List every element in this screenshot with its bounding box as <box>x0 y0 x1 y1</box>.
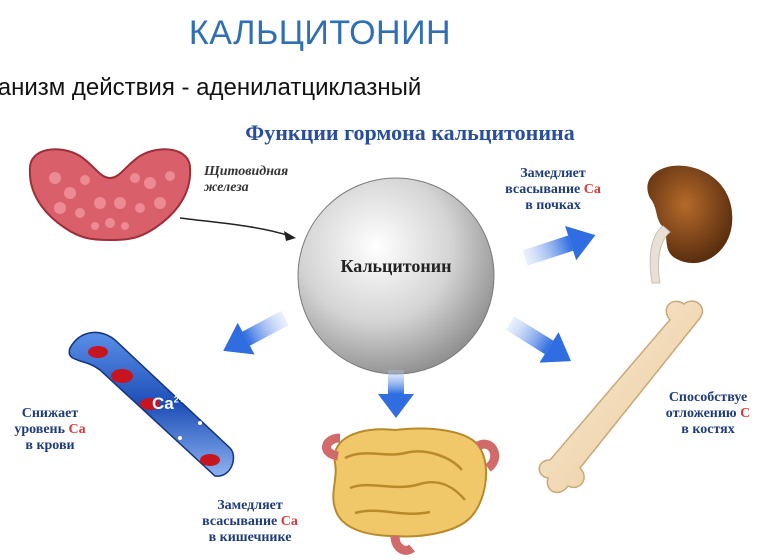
slide-subtitle: ханизм действия - аденилатциклазный <box>0 74 422 101</box>
arrow-to-intestine <box>378 370 414 418</box>
kidney-label: Замедляет всасывание Ca в почках <box>488 166 618 214</box>
kidney-label-line3: в почках <box>525 198 581 213</box>
calcitonin-function-diagram: Функции гормона кальцитонина Кальцитонин… <box>0 108 772 560</box>
kidney-icon <box>647 165 733 284</box>
blood-label: Снижает уровень Ca в крови <box>0 406 100 454</box>
bone-label-line3: в костях <box>681 422 735 437</box>
figure-title: Функции гормона кальцитонина <box>245 120 575 145</box>
arrow-to-bone <box>505 316 572 363</box>
slide-title: КАЛЬЦИТОНИН <box>188 14 452 52</box>
intestine-label-line1: Замедляет <box>217 498 283 513</box>
thyroid-arrow <box>179 217 291 237</box>
calcitonin-label: Кальцитонин <box>340 256 452 276</box>
blood-label-line3: в крови <box>25 438 75 453</box>
bone-label-line2: отложению С <box>665 406 751 421</box>
arrow-to-blood <box>223 310 289 355</box>
blood-label-line1: Снижает <box>21 406 79 421</box>
diagram-graphics <box>28 148 733 555</box>
thyroid-gland-icon <box>28 148 192 242</box>
bone-label: Способствуе отложению С в костях <box>644 390 772 438</box>
calcium-ion-label: Ca2+ <box>152 394 184 413</box>
intestine-label: Замедляет всасывание Ca в кишечнике <box>180 498 320 546</box>
kidney-label-line1: Замедляет <box>520 166 586 181</box>
intestine-icon <box>322 427 500 555</box>
blood-vessel-icon <box>68 331 235 477</box>
thyroid-label-line2: железа <box>204 180 249 195</box>
kidney-label-line2: всасывание Ca <box>505 182 601 197</box>
thyroid-label-line1: Щитовидная <box>204 164 289 179</box>
thyroid-arrow-head <box>284 231 296 241</box>
bone-icon <box>538 300 704 494</box>
intestine-label-line3: в кишечнике <box>208 530 292 545</box>
arrow-to-kidney <box>522 226 596 266</box>
blood-label-line2: уровень Ca <box>14 422 86 437</box>
bone-label-line1: Способствуе <box>668 390 748 405</box>
intestine-label-line2: всасывание Ca <box>202 514 298 529</box>
thyroid-label: Щитовидная железа <box>204 164 288 196</box>
